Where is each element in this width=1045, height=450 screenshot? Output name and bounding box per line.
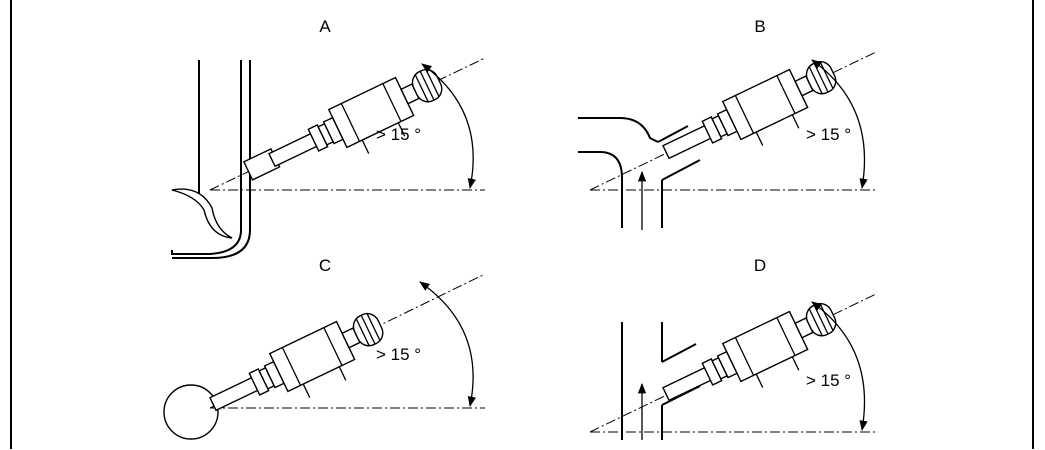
vessel-wall: [172, 60, 251, 259]
pipe-wall: [578, 151, 623, 228]
sensor: [262, 60, 456, 194]
angle-annotation: > 15 °: [806, 125, 851, 144]
panel-a: A > 15 °: [171, 17, 486, 259]
angle-annotation: > 15 °: [376, 125, 421, 144]
pipe-wall: [578, 117, 659, 143]
panel-label: C: [319, 256, 331, 275]
branch-wall: [661, 343, 697, 363]
sensor: [656, 52, 850, 186]
panel-d: D > 15 °: [589, 256, 877, 440]
branch-wall: [661, 159, 701, 181]
spherical-vessel: [163, 384, 219, 440]
agitator-blade: [171, 188, 233, 239]
angle-arc: [811, 301, 868, 432]
diagram-frame: [10, 0, 1034, 449]
sensor: [656, 294, 850, 428]
panel-label: A: [319, 17, 331, 36]
angle-arc: [419, 281, 476, 408]
panel-label: B: [754, 17, 765, 36]
angle-annotation: > 15 °: [806, 371, 851, 390]
angle-annotation: > 15 °: [376, 345, 421, 364]
vessel-wall: [171, 60, 242, 255]
panel-b: B > 15 °: [578, 17, 877, 230]
angle-arc: [811, 59, 868, 190]
branch-wall: [657, 125, 689, 143]
panel-c: C > 15 °: [163, 256, 486, 440]
angle-arc: [421, 63, 476, 190]
sensor: [203, 304, 397, 438]
panel-label: D: [754, 256, 766, 275]
